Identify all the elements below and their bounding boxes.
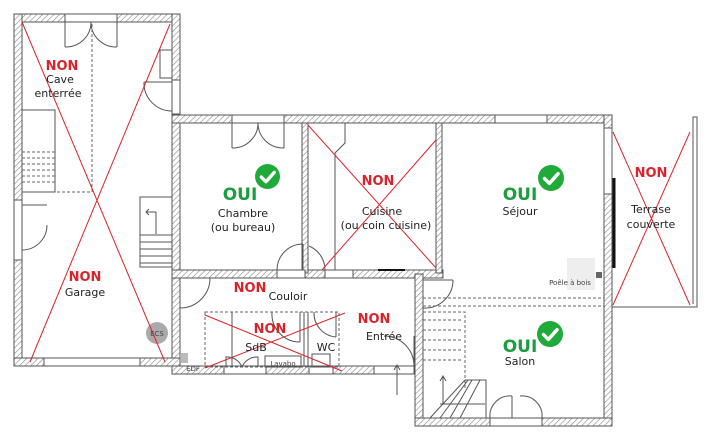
poele-label: Poêle à bois: [549, 279, 591, 287]
room-label: Couloir: [269, 290, 308, 303]
room-sdb: NON SdB: [245, 322, 286, 354]
fixture-labels: Lavabo EDF ECS Poêle à bois: [150, 279, 591, 373]
room-label: Chambre: [218, 207, 268, 220]
verdict-oui: OUI: [503, 185, 538, 205]
verdict-non: NON: [254, 322, 287, 337]
room-label: Séjour: [502, 205, 538, 218]
edf-label: EDF: [186, 365, 200, 373]
room-label: SdB: [245, 341, 267, 354]
verdict-oui: OUI: [223, 185, 258, 205]
room-salon: OUI Salon: [503, 321, 563, 368]
room-label: Terrase: [630, 203, 671, 216]
exclusion-crosses: [21, 21, 691, 372]
verdict-oui: OUI: [503, 337, 538, 357]
room-terrasse: NON Terrase couverte: [627, 166, 676, 231]
room-sejour: OUI Séjour: [502, 165, 564, 218]
wood-stove: [567, 258, 595, 290]
room-wc: WC: [317, 341, 336, 354]
room-couloir: NON Couloir: [234, 281, 308, 303]
check-icon: [255, 164, 280, 189]
room-label: couverte: [627, 218, 676, 231]
room-label: Cuisine: [362, 205, 402, 218]
terrace-outline: [612, 116, 698, 308]
room-label: enterrée: [35, 87, 82, 100]
room-label: WC: [317, 341, 336, 354]
room-label: Garage: [65, 286, 106, 299]
verdict-non: NON: [358, 312, 391, 327]
room-entree: NON Entrée: [358, 312, 403, 343]
verdict-non: NON: [69, 270, 102, 285]
verdict-non: NON: [234, 281, 267, 296]
room-label: (ou coin cuisine): [341, 219, 432, 232]
room-cave: NON Cave enterrée: [35, 59, 82, 100]
ecs-label: ECS: [150, 330, 164, 338]
lavabo-label: Lavabo: [270, 360, 295, 368]
room-label: (ou bureau): [211, 221, 276, 234]
ecs-tank: [146, 322, 168, 344]
verdict-non: NON: [362, 174, 395, 189]
check-icon: [537, 321, 563, 347]
room-chambre: OUI Chambre (ou bureau): [211, 164, 280, 234]
check-icon: [538, 165, 564, 191]
room-label: Salon: [505, 355, 536, 368]
main-block-walls: [146, 114, 613, 427]
verdict-non: NON: [635, 166, 668, 181]
verdict-non: NON: [46, 59, 79, 74]
room-label: Entrée: [366, 330, 402, 343]
room-cuisine: NON Cuisine (ou coin cuisine): [341, 174, 432, 232]
garage-block-walls: [13, 13, 181, 367]
room-garage: NON Garage: [65, 270, 106, 299]
room-label: Cave: [46, 73, 74, 86]
